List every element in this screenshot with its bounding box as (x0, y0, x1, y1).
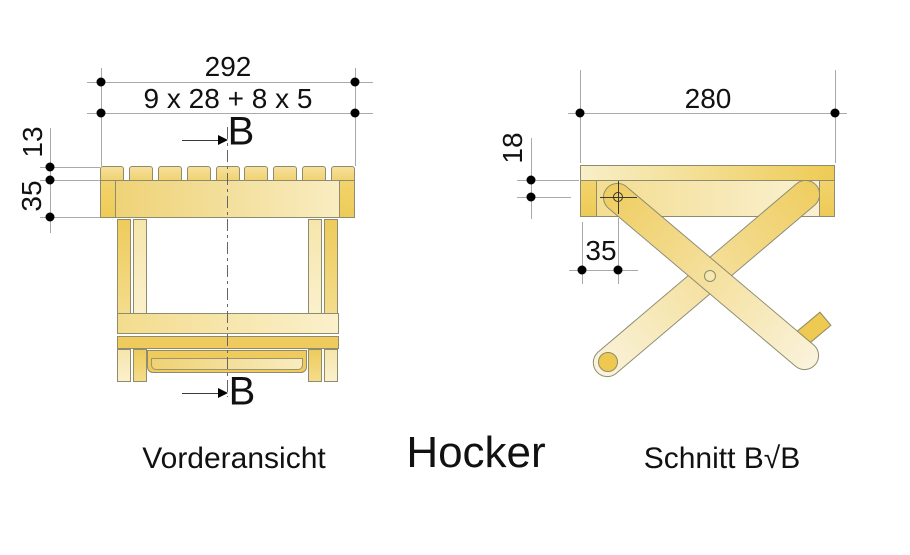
front-stretcher-upper (117, 313, 339, 334)
page-title: Hocker (406, 428, 546, 477)
extension-line (582, 222, 583, 284)
dimension-text-pivot-inset: 35 (585, 235, 617, 266)
front-view-caption: Vorderansicht (142, 442, 326, 475)
front-leg-lower-left-inner (133, 349, 147, 382)
section-arrow-line-top (182, 140, 222, 141)
dimension-dot (96, 77, 106, 87)
dimension-text-apron-height: 35 (16, 180, 47, 212)
pivot-ring-icon (613, 192, 623, 202)
dimension-text-section-width: 280 (684, 83, 732, 114)
extension-line (618, 218, 619, 284)
seat-slat (302, 166, 327, 181)
dimension-text-width: 292 (204, 51, 252, 82)
front-apron-end-right (339, 180, 355, 218)
dimension-line (568, 113, 847, 114)
seat-slat (128, 166, 153, 181)
section-view-caption: Schnitt B√B (643, 442, 801, 475)
dimension-dot (350, 108, 360, 118)
section-foot-dowel (598, 352, 618, 372)
front-leg-upper-left-outer (117, 219, 131, 314)
seat-slat (157, 166, 182, 181)
dimension-text-pivot-depth: 18 (497, 132, 528, 164)
dimension-dot (45, 175, 55, 185)
dimension-dot (45, 162, 55, 172)
seat-slat (100, 166, 124, 181)
seat-slat (273, 166, 298, 181)
dimension-dot (575, 108, 585, 118)
dimension-dot (350, 77, 360, 87)
front-leg-lower-right-outer (324, 349, 338, 382)
front-stretcher-lower (117, 336, 339, 349)
dimension-dot (526, 192, 536, 202)
front-leg-lower-right-inner (308, 349, 322, 382)
section-arrow-icon-bottom (218, 388, 228, 398)
front-leg-upper-right-inner (308, 219, 322, 314)
front-leg-upper-right-outer (324, 219, 338, 314)
dimension-text-slat-thickness: 13 (17, 126, 48, 158)
dimension-line (87, 82, 373, 83)
extension-line (40, 217, 100, 218)
dimension-dot (526, 175, 536, 185)
section-arrow-icon-top (218, 135, 228, 145)
dimension-dot (45, 212, 55, 222)
extension-line (40, 167, 100, 168)
seat-slat (186, 166, 211, 181)
section-center-pivot (704, 270, 716, 282)
dimension-dot (830, 108, 840, 118)
dimension-dot (577, 265, 587, 275)
section-marker-bottom: B (228, 369, 256, 414)
section-apron-end-left (580, 180, 597, 217)
dimension-dot (96, 108, 106, 118)
extension-line (517, 180, 579, 181)
dimension-line (569, 270, 638, 271)
extension-line (40, 180, 100, 181)
front-apron-end-left (100, 180, 116, 218)
seat-slat (244, 166, 269, 181)
front-leg-lower-left-outer (117, 349, 131, 382)
section-marker-top: B (227, 109, 255, 154)
section-arrow-line-bottom (182, 393, 222, 394)
section-seat-board (580, 165, 835, 181)
section-cut-centerline (227, 127, 228, 397)
extension-line (517, 197, 571, 198)
front-leg-upper-left-inner (133, 219, 147, 314)
dimension-dot (613, 265, 623, 275)
section-apron-end-right (819, 180, 835, 217)
seat-slat (331, 166, 355, 181)
dimension-text-slats: 9 x 28 + 8 x 5 (143, 83, 313, 114)
dimension-line (87, 113, 373, 114)
